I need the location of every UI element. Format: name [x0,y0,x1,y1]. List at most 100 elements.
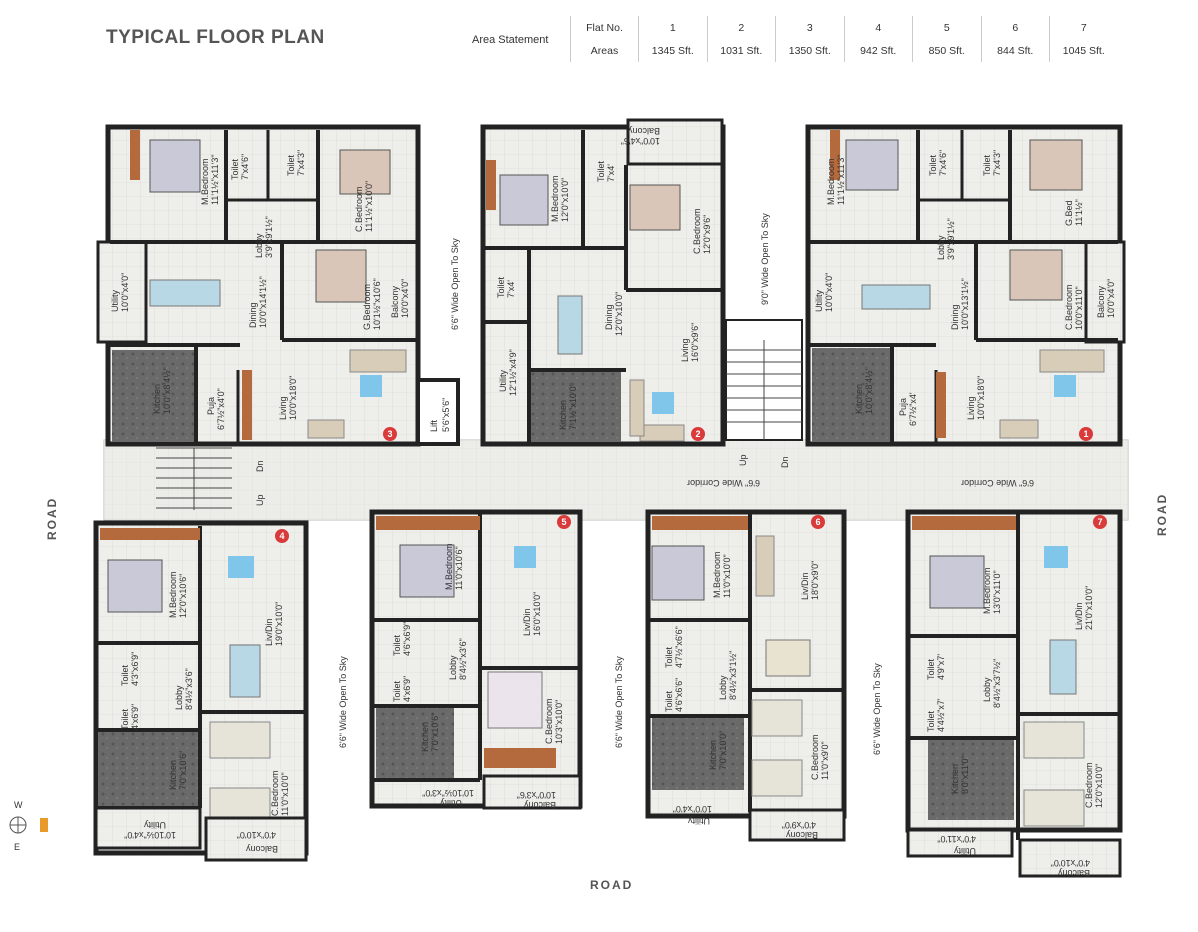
road-bottom: ROAD [590,878,633,892]
room-name: Utility [440,798,462,808]
room-size: 11'1½"x11'3" [836,154,846,205]
room-name: C.Bedroom [1064,284,1074,330]
room-name: Toilet [664,646,674,668]
room-size: 7'0"x10'6" [430,713,440,752]
flat-7 [905,509,1123,878]
room-size: 11'0"x10'6" [454,546,464,590]
room-name: Lobby [254,233,264,258]
room-name: Utility [688,816,710,826]
stair-left [156,447,232,510]
flat-6-labels: M.Bedroom 11'0"x10'0" Liv/Din 18'0"x9'0"… [664,551,830,840]
room-name: M.Bedroom [826,158,836,205]
lift-label: Lift [429,419,439,432]
room-name: Toilet [286,154,296,176]
room-name: Kitchen [420,722,430,752]
room-size: 7'0"x10'6" [178,751,188,790]
road-right: ROAD [1155,493,1169,536]
room-name: Toilet [120,708,130,730]
room-size: 4'x6'9" [130,704,140,730]
flat-area: 850 Sft. [912,39,981,62]
flat-no: 3 [775,16,844,39]
flat-area: 942 Sft. [843,39,913,62]
area-statement-label: Area Statement [472,34,549,46]
room-size: 11'1½" [1074,199,1084,226]
compass-e: E [14,842,20,852]
room-name: Kitchen [168,760,178,790]
room-name: Toilet [230,158,240,180]
room-size: 11'0"x10'0" [280,772,290,816]
areas-label: Areas [570,39,638,62]
stair-up-label: Up [738,454,748,466]
flat-1 [805,124,1126,447]
room-size: 8'4½"x3'6" [458,638,468,680]
room-size: 10'0"x3'6" [517,790,556,800]
flat-2-labels: Balcony 10'0"x4'6" M.Bedroom 12'0"x10'0"… [496,126,712,430]
flat-7-labels: M.Bedroom 13'0"x11'0" Liv/Din 21'0"x10'0… [926,567,1104,878]
room-name: Kitchen [950,764,960,794]
room-size: 10'0"x18'0" [976,376,986,420]
room-size: 7'x4' [506,280,516,298]
room-name: Kitchen [558,400,568,430]
room-name: Utility [498,370,508,392]
open-to-sky-label: 6'6" Wide Open To Sky [338,656,348,748]
room-name: Liv/Din [1074,602,1084,630]
room-name: Balcony [1057,868,1090,878]
room-name: M.Bedroom [444,543,454,590]
room-size: 10'0"x8'4½" [864,367,874,414]
flat-marker [557,515,571,529]
stair-middle [725,319,803,441]
room-name: M.Bedroom [712,551,722,598]
room-size: 7'x4' [606,164,616,182]
room-size: 8'4½"x3'7½" [992,659,1002,708]
flat-no: 1 [638,16,707,39]
room-size: 7'1½"x10'0" [568,383,578,430]
room-size: 10'0"x18'0" [288,376,298,420]
open-to-sky-label: 6'6" Wide Open To Sky [872,663,882,755]
flat-no: 6 [980,16,1050,39]
room-size: 4'x6'9" [402,676,412,702]
room-size: 12'0"x10'0" [560,178,570,222]
open-to-sky-label: 6'6" Wide Open To Sky [614,656,624,748]
room-size: 13'0"x11'0" [992,570,1002,614]
room-size: 8'4½"x3'1½" [728,651,738,700]
room-name: Liv/Din [800,572,810,600]
room-name: Utility [144,820,166,830]
room-name: M.Bedroom [982,567,992,614]
flat-4 [93,520,309,862]
stair-dn-label: Dn [780,456,790,468]
flat-1-labels: M.Bedroom 11'1½"x11'3" Toilet 7'x4'6" To… [814,150,1116,426]
road-left: ROAD [45,497,59,540]
flat-area: 1345 Sft. [638,39,707,62]
room-name: Balcony [1096,285,1106,318]
room-size: 12'0"x10'0" [614,292,624,336]
flat-marker-label: 5 [561,517,566,527]
room-name: Utility [814,290,824,312]
room-name: G.Bed [1064,200,1074,226]
room-size: 7'x4'6" [938,150,948,176]
room-name: C.Bedroom [692,208,702,254]
flat-marker [1093,515,1107,529]
room-size: 11'0"x10'0" [722,554,732,598]
room-size: 11'0"x9'0" [820,741,830,780]
room-name: Balcony [523,800,556,810]
room-name: Kitchen [708,740,718,770]
room-size: 10'0"x4'0" [673,804,712,814]
room-size: 18'0"x9'0" [810,561,820,600]
room-name: Balcony [785,830,818,840]
room-size: 4'0"x10'0" [237,830,276,840]
room-size: 10'0"x14'1½" [258,276,268,328]
room-name: C.Bedroom [1084,762,1094,808]
room-name: Balcony [245,844,278,854]
flat-marker [691,427,705,441]
room-name: Toilet [120,664,130,686]
flat-5 [369,509,583,810]
room-name: Toilet [982,154,992,176]
room-size: 4'6"x6'9" [402,622,412,656]
room-size: 4'9"x7' [936,654,946,680]
room-name: Toilet [496,276,506,298]
room-name: Lobby [982,677,992,702]
room-size: 19'0"x10'0" [274,602,284,646]
room-size: 4'6"x6'6" [674,678,684,712]
room-size: 10'0"x4'0" [824,273,834,312]
